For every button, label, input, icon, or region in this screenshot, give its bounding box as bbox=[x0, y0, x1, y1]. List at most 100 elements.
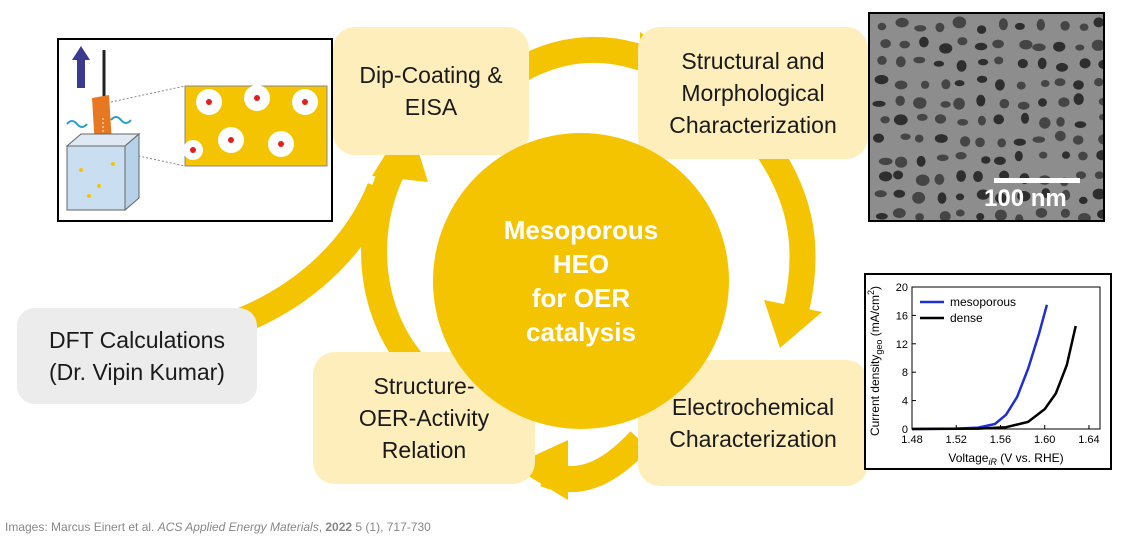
sem-pore bbox=[875, 213, 888, 220]
step-structural-label: Structural and Morphological Characteriz… bbox=[669, 48, 837, 138]
polarization-chart: VoltageiR (V vs. RHE) Current densitygeo… bbox=[864, 273, 1112, 470]
plot-area bbox=[911, 286, 1101, 430]
sem-pore bbox=[995, 193, 1007, 204]
sem-pore bbox=[1014, 22, 1025, 30]
sem-pore bbox=[977, 115, 986, 126]
sem-pore bbox=[895, 17, 909, 28]
sem-pore bbox=[1079, 196, 1088, 204]
sem-pore bbox=[893, 189, 906, 198]
sem-pore bbox=[1096, 150, 1103, 161]
sem-pore bbox=[1032, 136, 1046, 143]
sem-pore bbox=[955, 152, 967, 160]
sem-pore bbox=[1015, 214, 1024, 220]
sem-pore bbox=[940, 101, 951, 108]
sem-pore bbox=[877, 55, 887, 65]
sem-pore bbox=[1017, 58, 1028, 69]
sem-pore bbox=[1060, 208, 1070, 218]
solution-beaker-icon bbox=[66, 145, 126, 211]
sem-pore bbox=[1032, 43, 1046, 52]
x-tick-label: 1.48 bbox=[901, 434, 922, 446]
sem-pore bbox=[976, 213, 985, 220]
sem-pore bbox=[1019, 39, 1033, 50]
sem-pore bbox=[1016, 81, 1026, 90]
sem-pore bbox=[1098, 134, 1103, 145]
sem-pore bbox=[895, 95, 905, 107]
sem-pore bbox=[892, 208, 906, 219]
sem-pore bbox=[1079, 23, 1089, 31]
x-tick-label: 1.52 bbox=[946, 434, 967, 446]
step-structural-characterization: Structural and Morphological Characteriz… bbox=[638, 27, 868, 159]
credit-journal: ACS Applied Energy Materials bbox=[157, 520, 319, 534]
sem-pore bbox=[1014, 150, 1023, 162]
arrow-relation-to-dip bbox=[361, 153, 430, 380]
x-tick-label: 1.56 bbox=[990, 434, 1011, 446]
sem-pore bbox=[1053, 41, 1066, 52]
y-tick-label: 16 bbox=[896, 310, 908, 322]
sem-pore bbox=[976, 189, 990, 200]
sem-pore bbox=[934, 134, 948, 143]
sem-pore bbox=[1039, 117, 1051, 129]
center-topic-circle: Mesoporous HEO for OER catalysis bbox=[433, 133, 729, 429]
sem-pore bbox=[957, 37, 968, 46]
y-tick-label: 0 bbox=[902, 424, 908, 436]
x-axis-label: VoltageiR (V vs. RHE) bbox=[948, 451, 1063, 467]
sem-pore bbox=[915, 174, 930, 186]
y-tick-label: 4 bbox=[902, 396, 908, 408]
sem-pore bbox=[1097, 209, 1103, 220]
sem-pore bbox=[1093, 17, 1103, 28]
sem-pore bbox=[994, 209, 1007, 220]
sem-pore bbox=[995, 79, 1005, 91]
sem-pore bbox=[916, 113, 928, 121]
polarization-chart-svg: VoltageiR (V vs. RHE) Current densitygeo… bbox=[866, 282, 1101, 467]
sem-pore bbox=[1038, 98, 1047, 107]
sem-pore bbox=[978, 58, 989, 66]
sem-pore bbox=[975, 137, 985, 148]
sem-pore bbox=[894, 80, 908, 90]
sem-pore bbox=[993, 114, 1004, 125]
sem-pore bbox=[899, 40, 910, 49]
arrow-dft-to-dip bbox=[225, 182, 393, 338]
sem-pore bbox=[874, 74, 889, 85]
sem-pore bbox=[934, 114, 947, 124]
x-tick-label: 1.60 bbox=[1034, 434, 1055, 446]
sem-pore bbox=[992, 39, 1004, 49]
sem-pore bbox=[879, 171, 893, 182]
sem-pore bbox=[920, 80, 930, 89]
sem-pore bbox=[1013, 138, 1026, 146]
sem-pore bbox=[1073, 80, 1084, 90]
sem-pore bbox=[1079, 58, 1091, 69]
sem-pore bbox=[934, 174, 945, 185]
series-line-dense bbox=[911, 325, 1077, 431]
sem-pore bbox=[874, 190, 887, 198]
image-credit: Images: Marcus Einert et al. ACS Applied… bbox=[5, 520, 431, 534]
sem-pore bbox=[1021, 112, 1029, 124]
step-electrochemical-label: Electrochemical Characterization bbox=[669, 394, 837, 452]
chart-legend: mesoporous dense bbox=[920, 295, 1016, 325]
sem-pore bbox=[974, 42, 988, 51]
sem-pore bbox=[916, 155, 926, 167]
sem-pore bbox=[1017, 101, 1030, 110]
x-tick-label: 1.64 bbox=[1078, 434, 1099, 446]
sem-pore bbox=[895, 56, 906, 68]
sem-pore bbox=[893, 114, 908, 126]
sem-pore bbox=[1017, 191, 1031, 202]
sem-pore bbox=[1060, 21, 1070, 31]
evaporation-wave-icon bbox=[66, 120, 88, 128]
sem-pore bbox=[1037, 57, 1047, 70]
sem-pore bbox=[1094, 78, 1103, 87]
sem-pore bbox=[939, 43, 953, 54]
sem-pore bbox=[912, 191, 926, 204]
step-dft-label: DFT Calculations (Dr. Vipin Kumar) bbox=[49, 327, 225, 385]
sem-pore bbox=[956, 170, 966, 182]
sem-pore bbox=[1092, 188, 1103, 200]
sem-pore bbox=[878, 157, 893, 166]
sem-pore bbox=[954, 80, 965, 87]
legend-label-dense: dense bbox=[950, 311, 983, 325]
sem-pore bbox=[957, 119, 969, 126]
step-relation-label: Structure- OER-Activity Relation bbox=[358, 373, 490, 463]
sem-pore bbox=[893, 170, 904, 180]
sem-pore bbox=[1039, 151, 1048, 159]
sem-pore bbox=[1078, 213, 1091, 220]
sem-pore bbox=[873, 133, 884, 143]
sem-pore bbox=[914, 25, 927, 32]
